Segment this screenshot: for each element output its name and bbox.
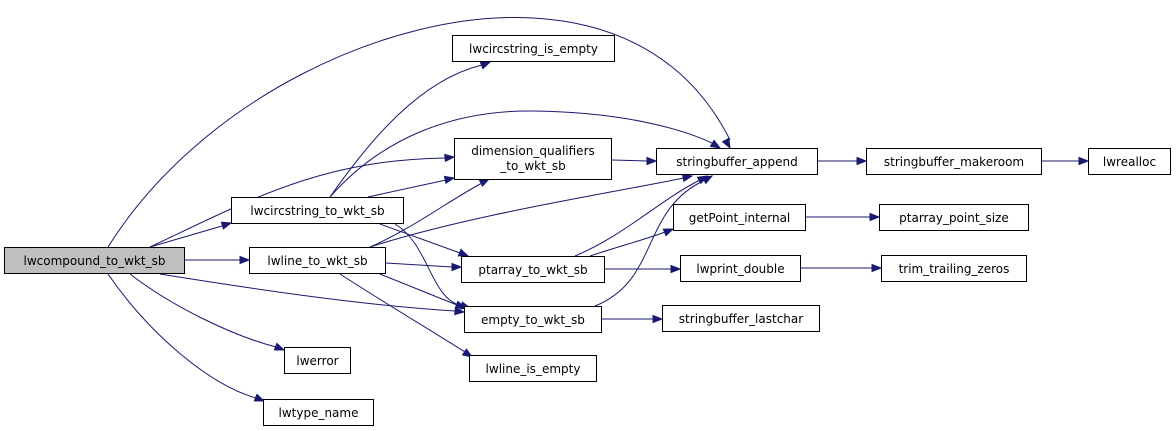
edge-lwcircstring-to-wkt-sb-to-lwcircstring-is-empty (329, 61, 492, 198)
edge-empty-to-wkt-sb-to-stringbuffer-lastchar (602, 314, 664, 324)
node-lwprint-double[interactable]: lwprint_double (680, 255, 801, 282)
node-lwline-to-wkt-sb[interactable]: lwline_to_wkt_sb (249, 247, 386, 274)
edge-lwcircstring-to-wkt-sb-to-dimension-qualifiers-to-wkt-sb (367, 175, 456, 198)
edge-lwcompound-to-wkt-sb-to-lwline-to-wkt-sb (185, 255, 251, 265)
node-label: lwcircstring_to_wkt_sb (250, 204, 384, 218)
node-lwcircstring-is-empty[interactable]: lwcircstring_is_empty (452, 35, 615, 62)
edge-lwline-to-wkt-sb-to-stringbuffer-append (369, 173, 694, 248)
node-label: trim_trailing_zeros (899, 262, 1010, 276)
node-label: lwcompound_to_wkt_sb (24, 254, 166, 268)
edge-lwcircstring-to-wkt-sb-to-stringbuffer-append (329, 110, 722, 198)
edge-lwprint-double-to-trim-trailing-zeros (801, 263, 883, 273)
node-label: lwline_to_wkt_sb (267, 254, 367, 268)
edge-lwline-to-wkt-sb-to-lwline-is-empty (339, 273, 474, 358)
node-lwerror[interactable]: lwerror (284, 347, 351, 374)
function-nodes: lwcompound_to_wkt_sb lwcircstring_to_wkt… (4, 35, 1171, 426)
node-label-line1: dimension_qualifiers (471, 144, 595, 158)
node-label: lwline_is_empty (486, 362, 581, 376)
node-ptarray-point-size[interactable]: ptarray_point_size (879, 204, 1029, 231)
node-label: lwerror (296, 354, 338, 368)
edge-stringbuffer-makeroom-to-lwrealloc (1042, 156, 1090, 166)
node-stringbuffer-append[interactable]: stringbuffer_append (656, 148, 818, 175)
node-ptarray-to-wkt-sb[interactable]: ptarray_to_wkt_sb (461, 256, 605, 283)
node-empty-to-wkt-sb[interactable]: empty_to_wkt_sb (464, 306, 602, 333)
edge-lwcompound-to-wkt-sb-to-stringbuffer-append (107, 17, 731, 248)
node-label: lwprint_double (696, 262, 784, 276)
edge-stringbuffer-append-to-stringbuffer-makeroom (818, 156, 868, 166)
node-lwrealloc[interactable]: lwrealloc (1088, 148, 1171, 175)
node-label-line2: _to_wkt_sb (499, 159, 565, 173)
node-stringbuffer-lastchar[interactable]: stringbuffer_lastchar (662, 305, 820, 332)
node-label: lwrealloc (1103, 155, 1156, 169)
node-label: stringbuffer_lastchar (679, 312, 803, 326)
node-lwcompound-to-wkt-sb[interactable]: lwcompound_to_wkt_sb (4, 247, 185, 274)
edge-ptarray-to-wkt-sb-to-lwprint-double (605, 264, 682, 274)
node-label: empty_to_wkt_sb (481, 313, 585, 327)
edge-lwcompound-to-wkt-sb-to-empty-to-wkt-sb (159, 273, 466, 316)
edge-lwline-to-wkt-sb-to-empty-to-wkt-sb (379, 273, 467, 309)
node-label: stringbuffer_makeroom (884, 155, 1024, 169)
node-label: lwcircstring_is_empty (469, 42, 598, 56)
node-label: ptarray_point_size (899, 211, 1009, 225)
edge-dimension-qualifiers-to-wkt-sb-to-stringbuffer-append (611, 156, 658, 166)
node-lwtype-name[interactable]: lwtype_name (263, 399, 374, 426)
node-lwline-is-empty[interactable]: lwline_is_empty (469, 355, 597, 382)
edge-lwline-to-wkt-sb-to-ptarray-to-wkt-sb (385, 262, 463, 272)
edge-lwcompound-to-wkt-sb-to-lwcircstring-to-wkt-sb (149, 221, 233, 248)
edge-ptarray-to-wkt-sb-to-getPoint-internal (589, 228, 675, 257)
node-label: stringbuffer_append (676, 155, 797, 169)
node-dimension-qualifiers-to-wkt-sb[interactable]: dimension_qualifiers _to_wkt_sb (454, 138, 612, 180)
node-label: ptarray_to_wkt_sb (478, 263, 587, 277)
node-stringbuffer-makeroom[interactable]: stringbuffer_makeroom (866, 148, 1042, 175)
edge-lwcircstring-to-wkt-sb-to-ptarray-to-wkt-sb (379, 223, 470, 257)
edge-lwcompound-to-wkt-sb-to-lwerror (129, 273, 286, 351)
node-trim-trailing-zeros[interactable]: trim_trailing_zeros (881, 255, 1027, 282)
edge-lwcompound-to-wkt-sb-to-dimension-qualifiers-to-wkt-sb (149, 153, 456, 248)
edge-lwcompound-to-wkt-sb-to-lwtype-name (107, 273, 266, 402)
edge-empty-to-wkt-sb-to-stringbuffer-append (594, 175, 714, 307)
node-lwcircstring-to-wkt-sb[interactable]: lwcircstring_to_wkt_sb (231, 197, 404, 224)
node-label: lwtype_name (279, 406, 359, 420)
call-edges (107, 17, 1090, 402)
edge-getPoint-internal-to-ptarray-point-size (806, 212, 881, 222)
node-getpoint-internal[interactable]: getPoint_internal (673, 204, 806, 231)
node-label: getPoint_internal (689, 211, 791, 225)
